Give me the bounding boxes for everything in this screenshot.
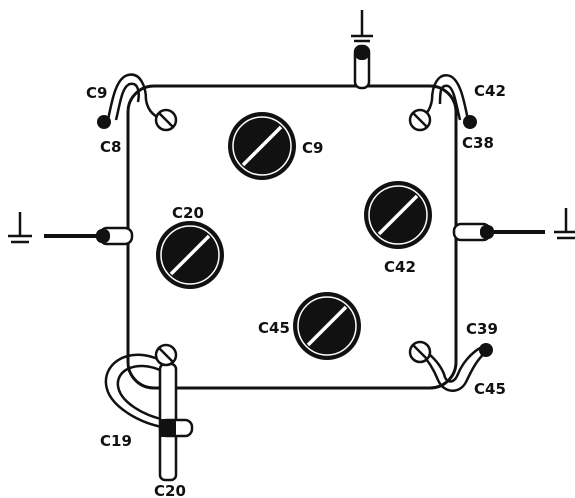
label-c42-trimmer: C42 <box>384 258 416 276</box>
bottom-left-wire-loop <box>104 353 169 430</box>
label-c8: C8 <box>100 138 121 156</box>
ground-icon <box>554 208 575 240</box>
label-c20-trimmer: C20 <box>172 204 204 222</box>
trimmer-c20-icon <box>156 221 224 289</box>
label-c45-trimmer: C45 <box>258 319 290 337</box>
screw-icon <box>408 340 432 364</box>
ground-icon <box>351 10 373 43</box>
label-c9-lead: C9 <box>86 84 107 102</box>
c20-vertical-lead <box>158 362 194 482</box>
top-ground-post <box>351 10 373 90</box>
ground-icon <box>8 212 32 244</box>
c38-terminal <box>463 115 477 129</box>
screw-icon <box>154 108 178 132</box>
left-ground-lead <box>8 212 134 246</box>
trimmer-c42-icon <box>364 181 432 249</box>
trimmer-c9-icon <box>228 112 296 180</box>
label-c20-lead: C20 <box>154 482 186 498</box>
screw-icon <box>408 108 432 132</box>
label-c9-trimmer: C9 <box>302 139 323 157</box>
screw-icon <box>154 343 178 367</box>
c8-terminal <box>97 115 111 129</box>
right-ground-lead <box>452 208 575 242</box>
trimmer-c45-icon <box>293 292 361 360</box>
label-c45-lead: C45 <box>474 380 506 398</box>
c39-terminal <box>479 343 493 357</box>
label-c38: C38 <box>462 134 494 152</box>
bottom-right-wire-loop <box>419 346 487 392</box>
label-c19: C19 <box>100 432 132 450</box>
label-c42-lead: C42 <box>474 82 506 100</box>
label-c39: C39 <box>466 320 498 338</box>
